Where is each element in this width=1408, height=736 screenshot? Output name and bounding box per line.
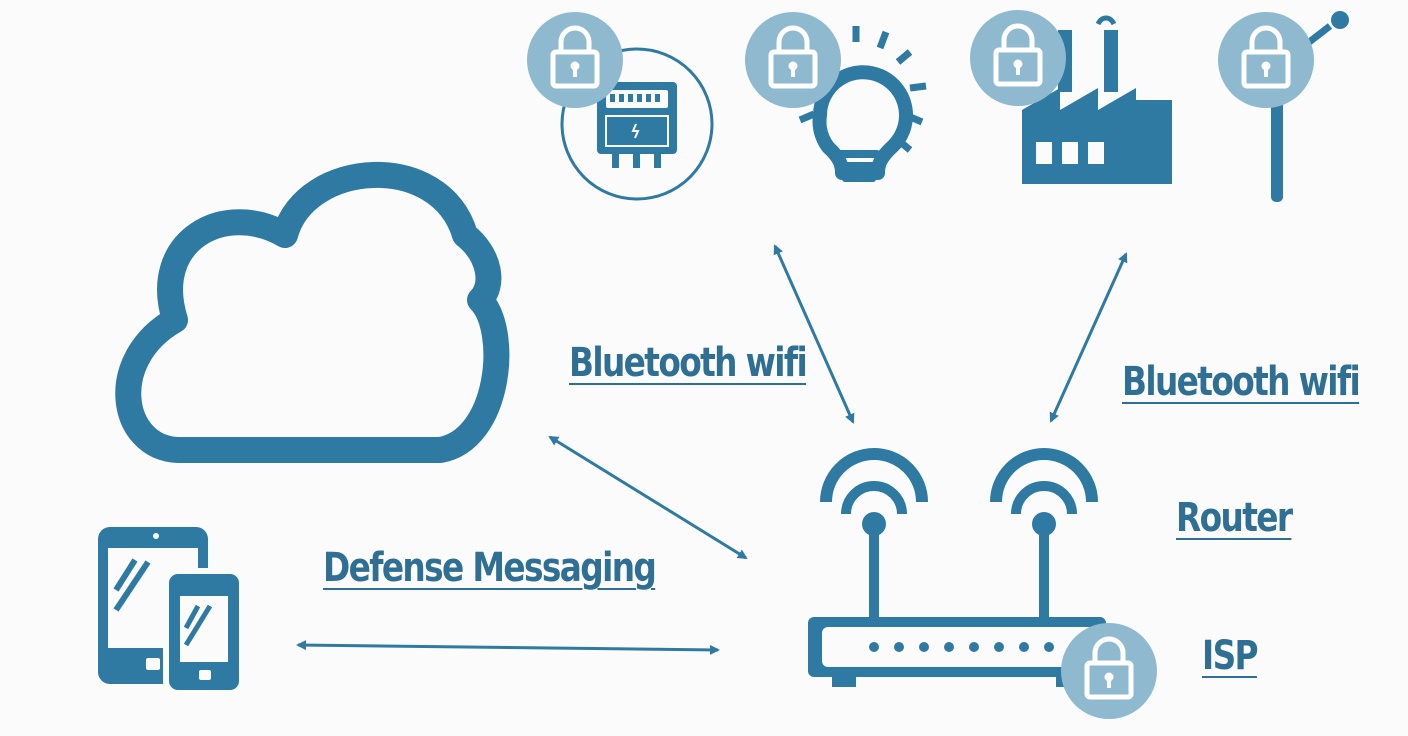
label-defense-messaging: Defense Messaging bbox=[323, 545, 657, 591]
padlock-icon bbox=[970, 10, 1066, 106]
label-bluetooth-wifi-right: Bluetooth wifi bbox=[1122, 359, 1361, 405]
cloud-icon bbox=[115, 162, 510, 463]
light-bulb-icon bbox=[798, 26, 927, 182]
arrow-bulb-router bbox=[773, 244, 855, 424]
padlock-icon bbox=[745, 12, 841, 108]
arrow-cloud-router bbox=[548, 435, 748, 560]
tablet-and-phone-icon bbox=[98, 527, 245, 696]
wifi-router-icon bbox=[808, 448, 1106, 687]
arrow-factory-router bbox=[1049, 252, 1128, 423]
smart-meter-icon bbox=[560, 47, 714, 201]
padlock-icon bbox=[1218, 12, 1314, 108]
padlock-icon bbox=[527, 12, 623, 108]
label-router: Router bbox=[1176, 495, 1293, 541]
label-bluetooth-wifi-left: Bluetooth wifi bbox=[569, 340, 808, 386]
arrow-devices-router bbox=[296, 640, 720, 655]
padlock-icon bbox=[1061, 623, 1157, 719]
label-isp: ISP bbox=[1202, 633, 1259, 679]
